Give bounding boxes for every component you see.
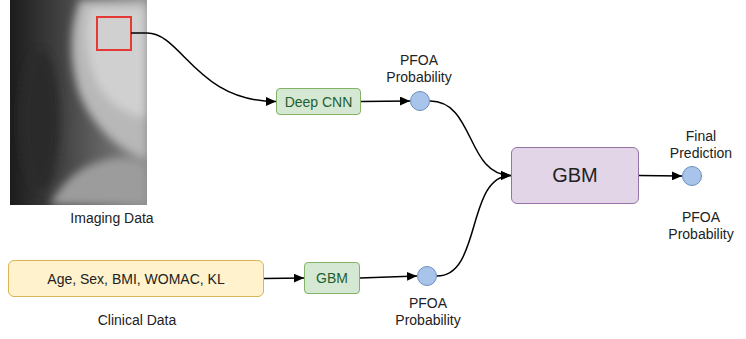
box-label: GBM — [552, 164, 598, 187]
node-caption: Imaging Data — [47, 210, 177, 227]
flow-arrow — [147, 33, 276, 102]
process-box: GBM — [511, 147, 639, 204]
process-box: Age, Sex, BMI, WOMAC, KLClinical Data — [8, 260, 264, 297]
flow-arrow — [430, 101, 511, 176]
node-caption: Final Prediction — [659, 128, 743, 162]
node-caption: PFOA Probability — [386, 295, 470, 329]
region-marker — [97, 17, 131, 50]
flow-arrow — [437, 176, 511, 277]
box-label: Deep CNN — [285, 94, 353, 110]
box-label: GBM — [316, 270, 348, 286]
node-caption: PFOA Probability — [377, 52, 461, 86]
xray-illustration — [10, 0, 147, 205]
node-caption: Clinical Data — [67, 312, 207, 329]
node-caption: PFOA Probability — [659, 209, 743, 243]
flow-arrow — [264, 277, 304, 279]
flow-arrow — [360, 276, 417, 278]
leader-line — [131, 32, 147, 34]
probability-node: PFOA Probability — [417, 266, 437, 286]
process-box: Deep CNN — [276, 88, 361, 115]
probability-node: Final PredictionPFOA Probability — [682, 166, 702, 186]
flow-arrow — [639, 175, 682, 177]
box-label: Age, Sex, BMI, WOMAC, KL — [47, 271, 224, 287]
imaging-panel: Imaging Data — [10, 0, 147, 205]
probability-node: PFOA Probability — [410, 91, 430, 111]
process-box: GBM — [304, 262, 360, 294]
flow-arrow — [361, 100, 410, 102]
